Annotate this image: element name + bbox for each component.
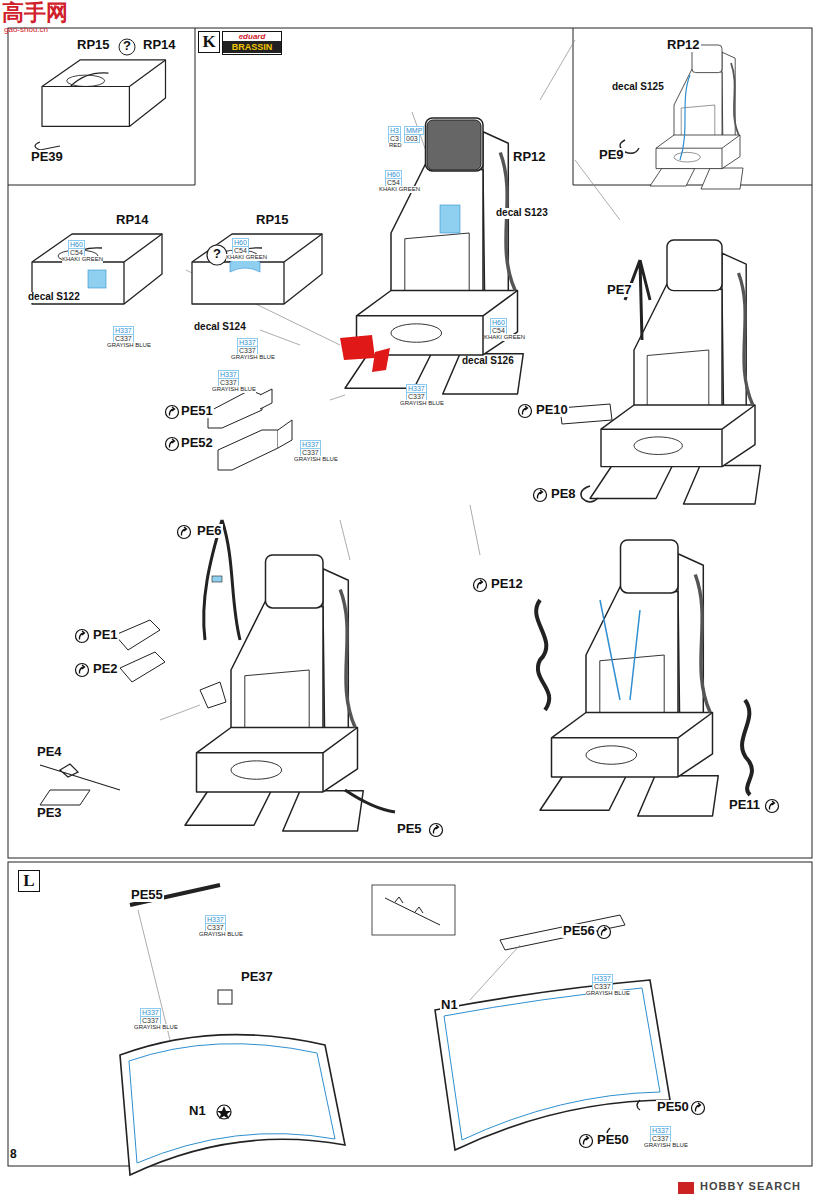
- paint-code: 003: [404, 134, 420, 143]
- callout-number: RP14: [142, 38, 177, 52]
- step-letter-text: L: [23, 871, 34, 890]
- callout-number: PE10: [535, 403, 569, 417]
- step-letter: K: [198, 31, 220, 53]
- callout-number: RP12: [666, 38, 701, 52]
- color-name: KHAKI GREEN: [62, 256, 103, 263]
- callout-number: PE6: [196, 524, 223, 538]
- callout-number: PE39: [30, 150, 64, 164]
- callout-number: N1: [440, 998, 459, 1012]
- callout-number: PE7: [606, 283, 633, 297]
- step-letter: L: [18, 870, 40, 892]
- decal-ref: decal S126: [462, 356, 514, 367]
- color-name: GRAYISH BLUE: [134, 1024, 178, 1031]
- brand-text: eduard: [223, 32, 281, 41]
- callout-number: RP12: [512, 150, 547, 164]
- callout-number: PE9: [598, 148, 625, 162]
- query-symbol: ?: [123, 39, 131, 53]
- callout-number: PE55: [130, 888, 164, 902]
- color-name: RED: [389, 142, 402, 149]
- step-letter-text: K: [202, 32, 215, 51]
- callout-number: RP15: [255, 213, 290, 227]
- callout-number: PE5: [396, 822, 423, 836]
- page-number: 8: [10, 1148, 17, 1161]
- callout-number: RP14: [115, 213, 150, 227]
- callout-number: PE1: [92, 628, 119, 642]
- callout-number: PE4: [36, 745, 63, 759]
- callout-number: PE3: [36, 806, 63, 820]
- callout-number: PE50: [596, 1133, 630, 1147]
- decal-ref: decal S124: [194, 322, 246, 333]
- decal-ref: decal S122: [28, 292, 80, 303]
- callout-number: PE56: [562, 924, 596, 938]
- callout-number: PE11: [728, 798, 761, 812]
- query-symbol: ?: [213, 247, 221, 261]
- callout-number: RP15: [76, 38, 111, 52]
- callout-number: PE37: [240, 970, 274, 984]
- watermark: gao-shou.cn: [4, 26, 48, 34]
- color-name: GRAYISH BLUE: [212, 386, 256, 393]
- color-name: GRAYISH BLUE: [231, 354, 275, 361]
- brand-logo: eduardBRASSIN: [222, 31, 282, 55]
- color-name: KHAKI GREEN: [484, 334, 525, 341]
- callout-number: PE50: [656, 1100, 690, 1114]
- callout-number: N1: [188, 1104, 207, 1118]
- color-name: GRAYISH BLUE: [294, 456, 338, 463]
- watermark: HOBBY SEARCH: [700, 1181, 801, 1193]
- callout-number: PE12: [490, 577, 524, 591]
- color-name: GRAYISH BLUE: [400, 400, 444, 407]
- decal-ref: decal S123: [496, 208, 548, 219]
- callout-number: PE52: [180, 436, 214, 450]
- color-name: KHAKI GREEN: [226, 254, 267, 261]
- color-name: GRAYISH BLUE: [644, 1142, 688, 1149]
- color-name: GRAYISH BLUE: [199, 931, 243, 938]
- color-name: KHAKI GREEN: [379, 186, 420, 193]
- watermark: 高手网: [2, 1, 68, 24]
- callout-number: PE51: [180, 404, 214, 418]
- callout-number: PE8: [550, 487, 577, 501]
- brand-text: BRASSIN: [223, 41, 281, 53]
- color-name: GRAYISH BLUE: [107, 342, 151, 349]
- callout-number: PE2: [92, 662, 119, 676]
- decal-ref: decal S125: [612, 82, 664, 93]
- color-name: GRAYISH BLUE: [586, 990, 630, 997]
